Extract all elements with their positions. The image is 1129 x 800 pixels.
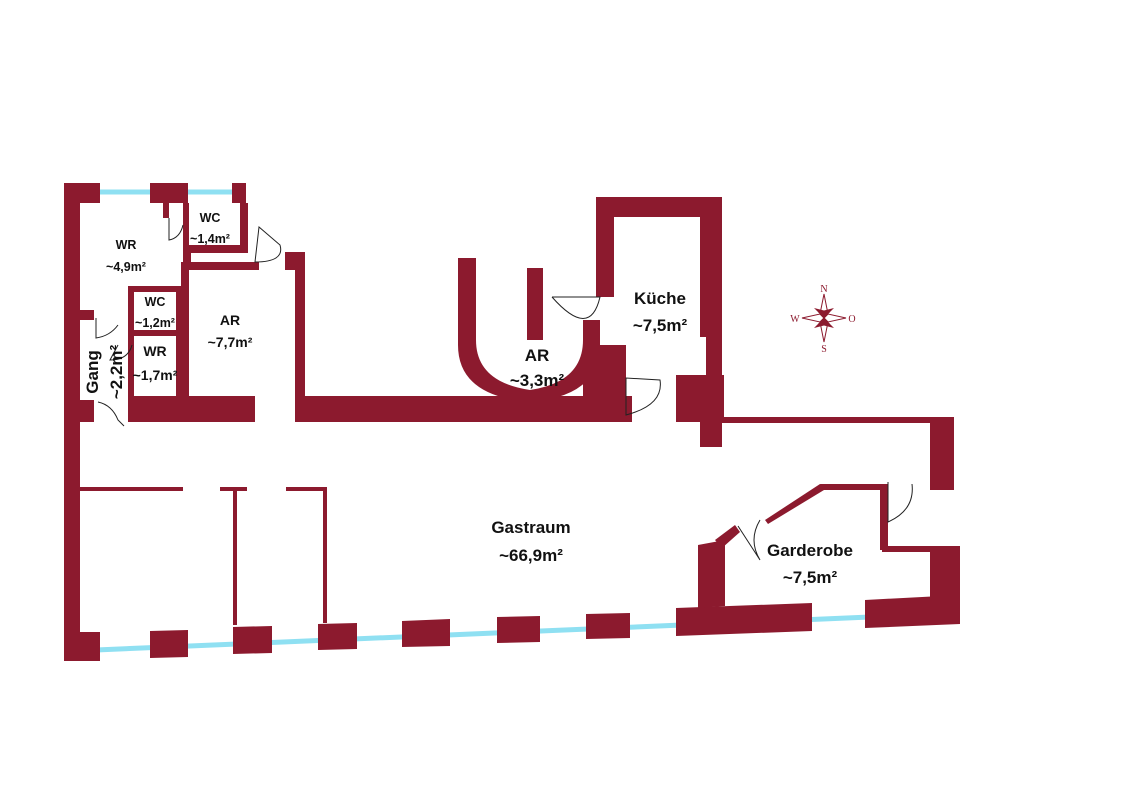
room-area: ~4,9m²	[106, 260, 146, 274]
room-wc-top: WC ~1,4m²	[190, 211, 230, 246]
room-area: ~3,3m²	[510, 371, 565, 390]
room-area: ~66,9m²	[499, 546, 563, 565]
room-wc-mid: WC ~1,2m²	[135, 295, 175, 330]
room-name: AR	[220, 312, 240, 328]
room-kueche: Küche ~7,5m²	[633, 289, 688, 335]
room-area: ~1,2m²	[135, 316, 175, 330]
room-area: ~2,2m²	[107, 344, 126, 399]
compass-east: O	[848, 314, 855, 325]
compass-west: W	[790, 314, 800, 325]
room-name: Gastraum	[491, 518, 570, 537]
compass-icon: N S W O	[790, 284, 855, 355]
room-gang: Gang ~2,2m²	[83, 344, 126, 399]
partitions	[80, 487, 327, 625]
compass-north: N	[820, 284, 827, 295]
room-area: ~1,7m²	[133, 367, 178, 383]
room-name: WR	[116, 238, 137, 252]
room-wr-mid: WR ~1,7m²	[133, 343, 178, 383]
room-area: ~7,5m²	[783, 568, 838, 587]
room-name: WR	[143, 343, 166, 359]
doors	[95, 218, 913, 561]
room-name: Garderobe	[767, 541, 853, 560]
room-gastraum: Gastraum ~66,9m²	[491, 518, 570, 565]
room-area: ~1,4m²	[190, 232, 230, 246]
compass-south: S	[821, 344, 827, 355]
room-name: Gang	[83, 350, 102, 393]
room-wr-top: WR ~4,9m²	[106, 238, 146, 274]
room-name: AR	[525, 346, 550, 365]
room-ar-mid: AR ~3,3m²	[510, 346, 565, 390]
room-name: Küche	[634, 289, 686, 308]
room-name: WC	[145, 295, 166, 309]
room-area: ~7,5m²	[633, 316, 688, 335]
room-ar-left: AR ~7,7m²	[208, 312, 253, 350]
room-name: WC	[200, 211, 221, 225]
walls	[64, 183, 960, 661]
room-area: ~7,7m²	[208, 334, 253, 350]
room-garderobe: Garderobe ~7,5m²	[767, 541, 853, 587]
